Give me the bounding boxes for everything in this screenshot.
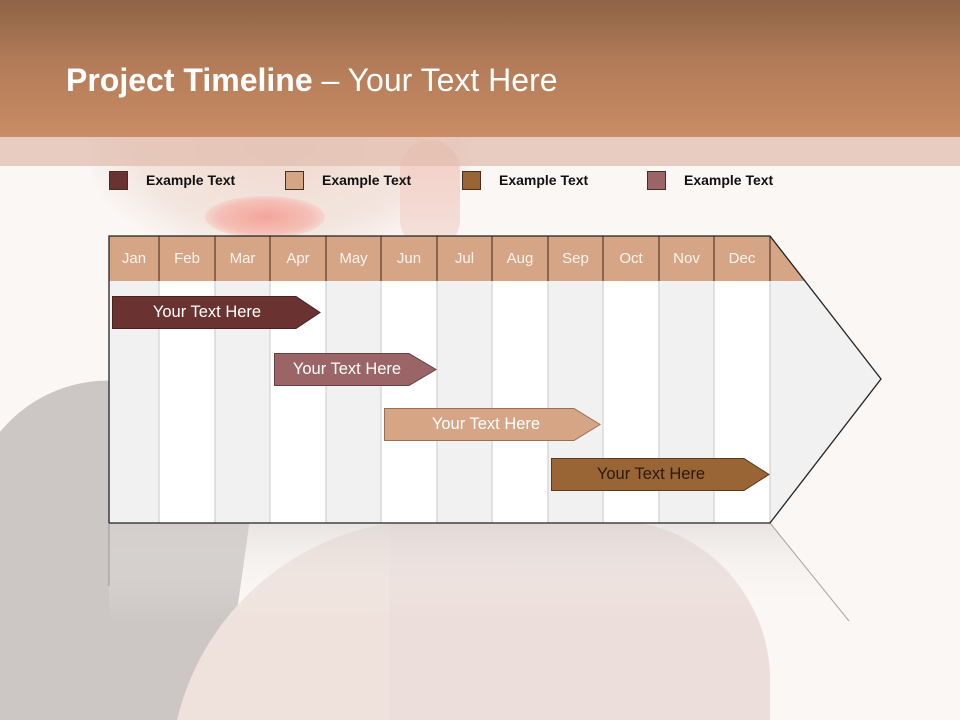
legend-swatch-1 [109, 170, 128, 190]
month-sep: Sep [562, 250, 589, 267]
legend-item-1: Example Text [109, 170, 235, 190]
legend-swatch-4 [647, 170, 666, 190]
task-arrow-4[interactable]: Your Text Here [551, 458, 770, 491]
month-dec: Dec [728, 250, 756, 267]
legend-label-2: Example Text [322, 172, 412, 188]
legend-item-4: Example Text [647, 170, 773, 190]
month-may: May [339, 250, 368, 267]
task-arrow-1[interactable]: Your Text Here [112, 296, 321, 329]
title-subtitle: – Your Text Here [312, 62, 558, 98]
legend-swatch-2 [285, 170, 304, 190]
legend-label-3: Example Text [499, 172, 589, 188]
legend-item-2: Example Text [285, 170, 411, 190]
month-jun: Jun [396, 250, 422, 267]
task-label-1: Your Text Here [152, 303, 262, 321]
month-aug: Aug [506, 250, 534, 267]
background-lips [205, 196, 325, 238]
month-mar: Mar [229, 250, 256, 267]
legend-swatch-3 [462, 170, 481, 190]
task-label-3: Your Text Here [431, 415, 541, 433]
title-bar [0, 0, 960, 137]
title-band [0, 137, 960, 166]
month-jul: Jul [454, 250, 475, 267]
month-nov: Nov [673, 250, 700, 267]
month-feb: Feb [174, 250, 200, 267]
month-oct: Oct [619, 250, 643, 267]
month-jan: Jan [121, 250, 147, 267]
task-arrow-2[interactable]: Your Text Here [274, 353, 437, 386]
task-arrow-3[interactable]: Your Text Here [384, 408, 601, 441]
legend-label-1: Example Text [146, 172, 236, 188]
task-label-2: Your Text Here [292, 360, 402, 378]
month-apr: Apr [286, 250, 310, 267]
legend-item-3: Example Text [462, 170, 588, 190]
page-title: Project Timeline – Your Text Here [66, 60, 558, 100]
legend-label-4: Example Text [684, 172, 774, 188]
title-bold: Project Timeline [66, 62, 313, 98]
task-label-4: Your Text Here [596, 465, 706, 483]
